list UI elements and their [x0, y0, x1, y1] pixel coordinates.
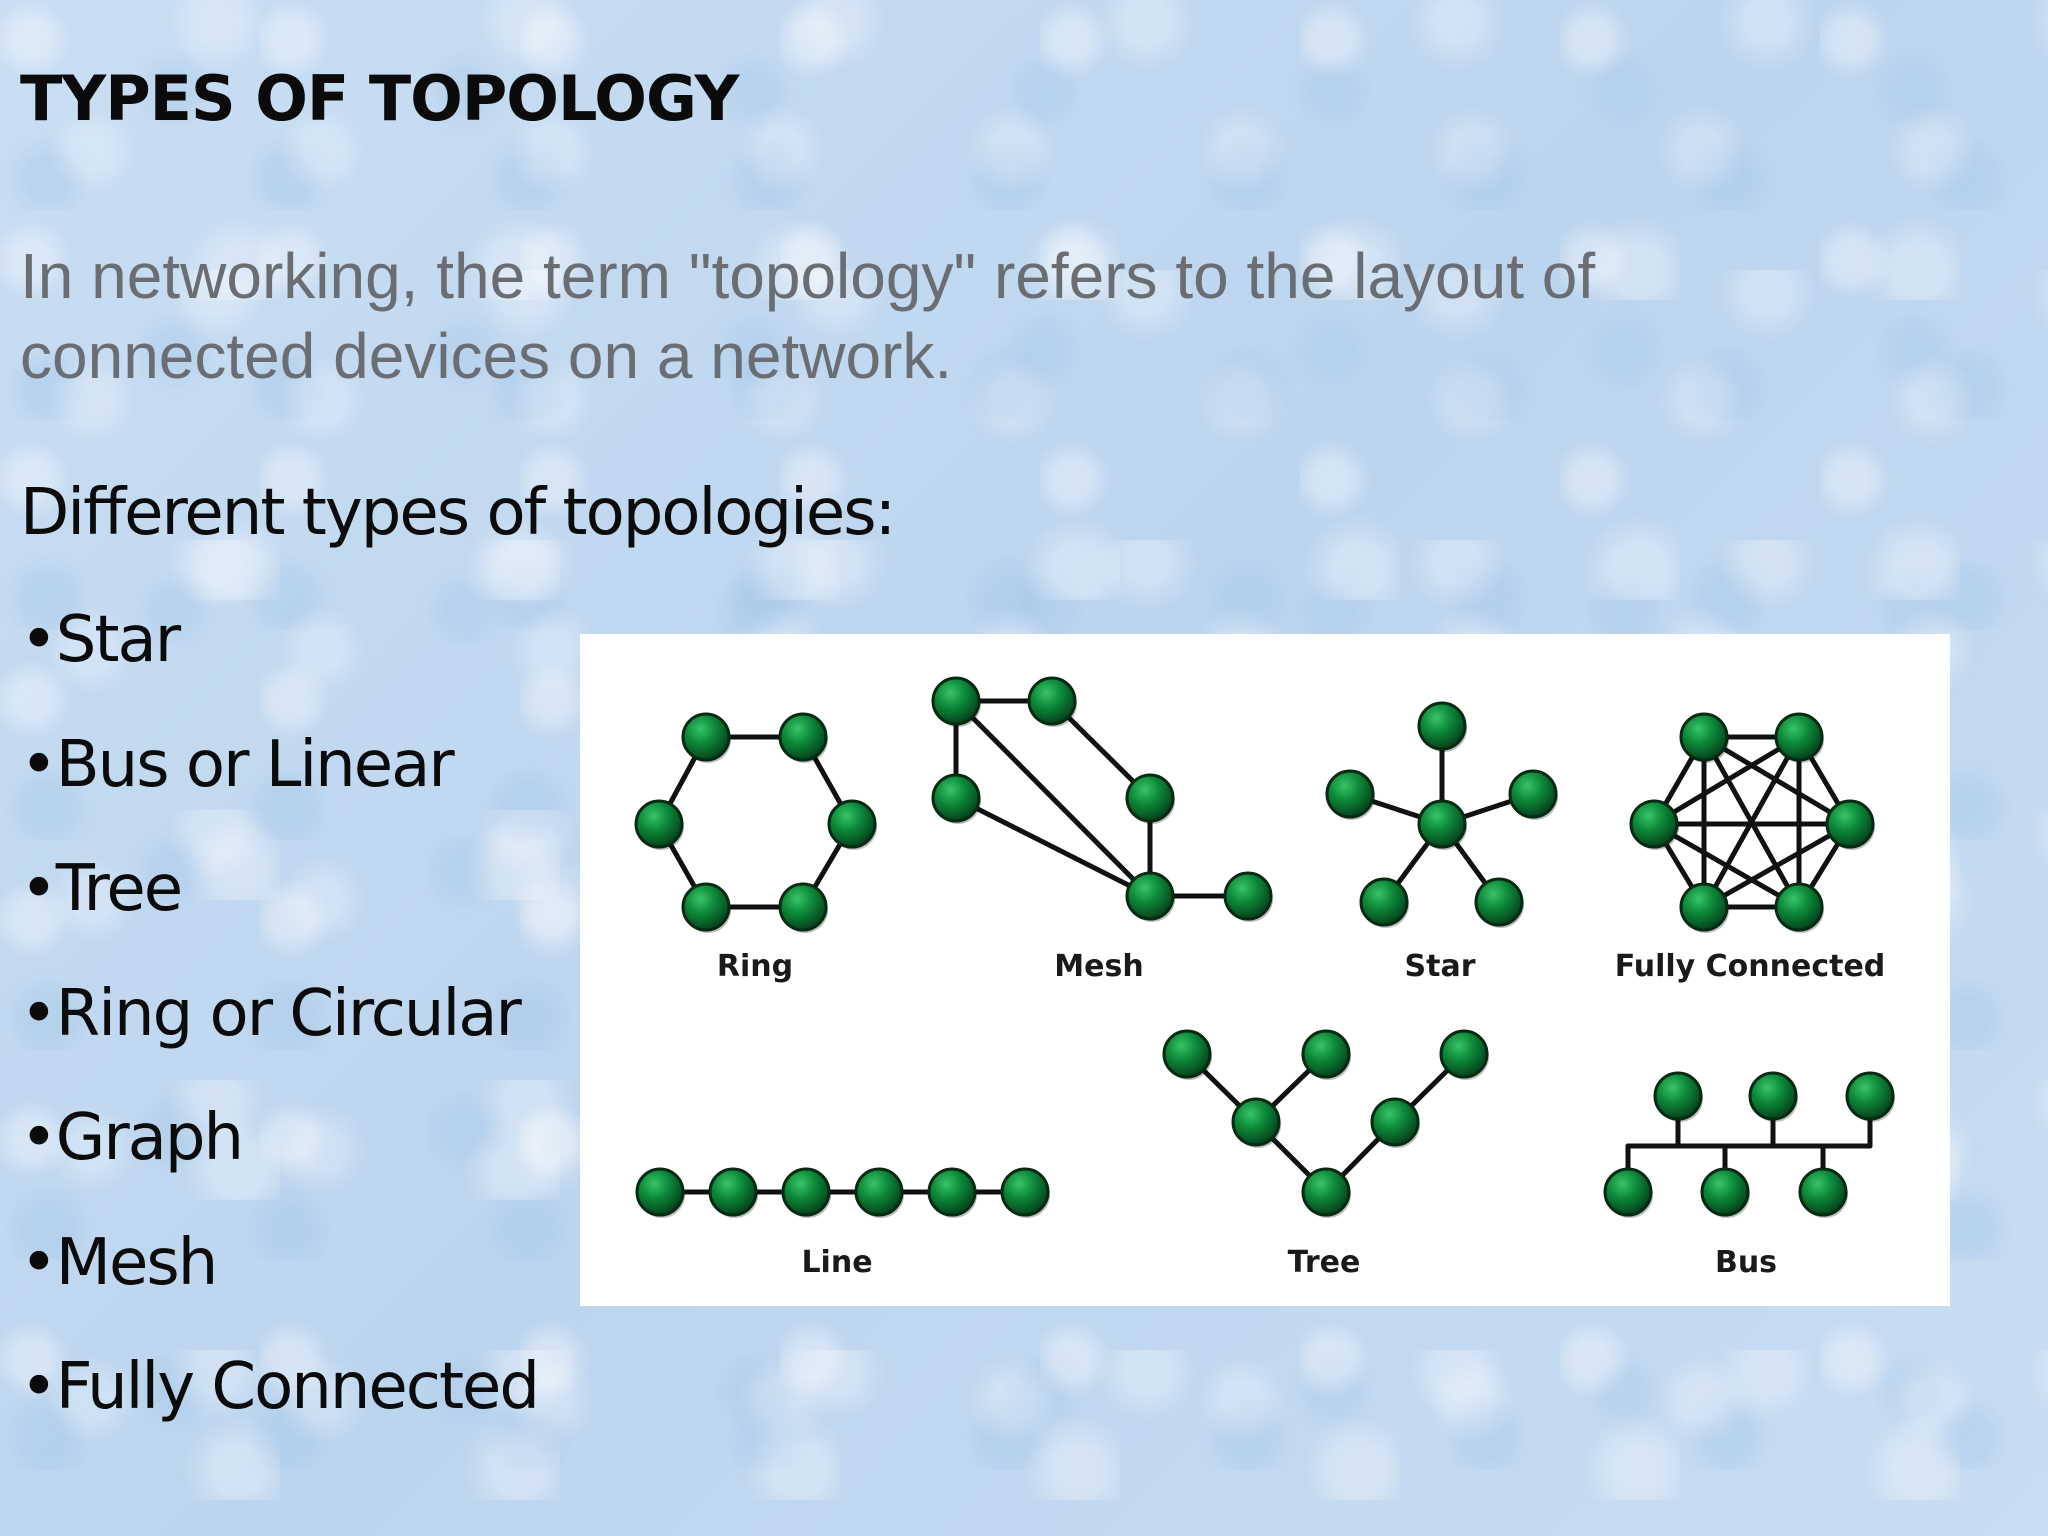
fully-connected-node	[1679, 712, 1729, 763]
line-node	[635, 1167, 685, 1218]
tree-node	[1162, 1029, 1212, 1080]
ring-node	[681, 882, 731, 933]
star-node	[1359, 877, 1409, 928]
fully-connected-label: Fully Connected	[1615, 949, 1886, 984]
list-item: •Star	[20, 603, 181, 677]
intro-paragraph: In networking, the term "topology" refer…	[20, 240, 1596, 392]
mesh-edge	[953, 795, 1153, 899]
line-label: Line	[801, 1245, 872, 1280]
bus-node	[1603, 1167, 1653, 1218]
line-node	[1000, 1167, 1050, 1218]
fully-connected-edge	[1651, 734, 1802, 827]
fully-connected-edge	[1701, 821, 1853, 910]
ring-node	[634, 799, 684, 850]
tree-node	[1301, 1167, 1351, 1218]
tree-node	[1439, 1029, 1489, 1080]
star-label: Star	[1405, 949, 1476, 984]
line-node	[708, 1167, 758, 1218]
nodes-layer	[634, 676, 1895, 1218]
tree-node	[1301, 1029, 1351, 1080]
star-node	[1417, 701, 1467, 752]
tree-label: Tree	[1288, 1245, 1361, 1280]
fully-connected-node	[1629, 799, 1679, 850]
list-item: •Graph	[20, 1101, 244, 1175]
fully-connected-edge	[1651, 821, 1802, 910]
fully-connected-node	[1825, 799, 1875, 850]
mesh-node	[931, 773, 981, 824]
bus-node	[1798, 1167, 1848, 1218]
list-item: •Ring or Circular	[20, 976, 522, 1051]
page-title: TYPES OF TOPOLOGY	[20, 62, 739, 135]
topology-diagram-panel: Ring Mesh Star Fully Connected Line Tree…	[580, 634, 1950, 1306]
fully-connected-node	[1774, 882, 1824, 933]
topology-type-list: •Star •Bus or Linear •Tree •Ring or Circ…	[20, 598, 540, 1470]
star-node	[1325, 769, 1375, 820]
mesh-node	[1125, 773, 1175, 824]
line-node	[854, 1167, 904, 1218]
mesh-node	[1223, 871, 1273, 922]
types-heading: Different types of topologies:	[20, 476, 896, 550]
ring-node	[827, 799, 877, 850]
mesh-node	[1027, 676, 1077, 727]
tree-node	[1231, 1097, 1281, 1148]
ring-node	[778, 882, 828, 933]
ring-label: Ring	[717, 949, 793, 984]
mesh-label: Mesh	[1054, 949, 1143, 984]
star-node	[1474, 877, 1524, 928]
bus-node	[1700, 1167, 1750, 1218]
list-item: •Tree	[20, 852, 183, 926]
ring-node	[681, 712, 731, 763]
mesh-edge	[953, 698, 1153, 899]
bus-label: Bus	[1715, 1245, 1777, 1280]
ring-node	[778, 712, 828, 763]
bus-node	[1653, 1071, 1703, 1122]
tree-node	[1370, 1097, 1420, 1148]
topology-diagram: Ring Mesh Star Fully Connected Line Tree…	[634, 676, 1895, 1280]
line-node	[781, 1167, 831, 1218]
star-node	[1508, 769, 1558, 820]
list-item: •Mesh	[20, 1225, 218, 1300]
bus-node	[1845, 1071, 1895, 1122]
list-item: •Bus or Linear	[20, 727, 455, 802]
mesh-node	[931, 676, 981, 727]
line-node	[927, 1167, 977, 1218]
fully-connected-node	[1679, 882, 1729, 933]
fully-connected-node	[1774, 712, 1824, 763]
mesh-node	[1125, 871, 1175, 922]
star-node	[1417, 799, 1467, 850]
bus-node	[1748, 1071, 1798, 1122]
list-item: •Fully Connected	[20, 1350, 540, 1424]
